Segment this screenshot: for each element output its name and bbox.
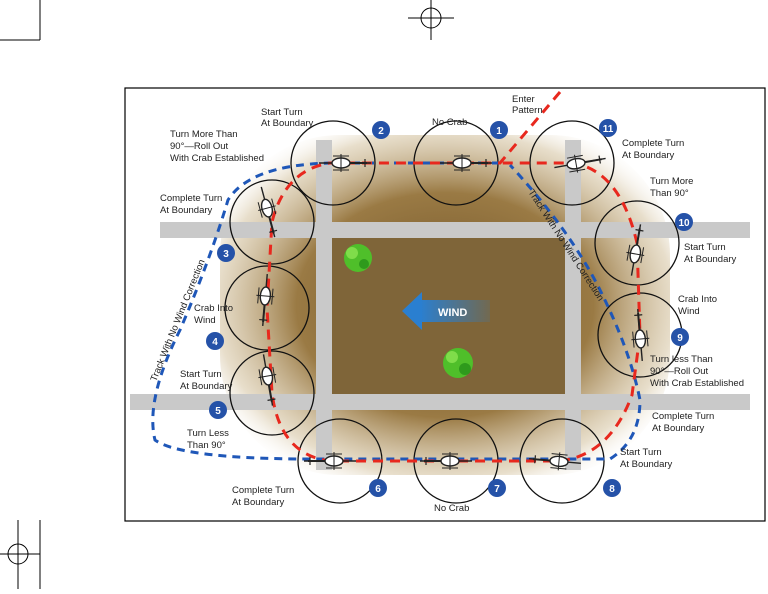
svg-text:At Boundary: At Boundary — [160, 205, 213, 216]
marker-2: 2 — [372, 121, 390, 139]
marker-5: 5 — [209, 401, 227, 419]
no-crab-top-label: No Crab — [432, 117, 467, 128]
svg-text:At Boundary: At Boundary — [652, 423, 705, 434]
svg-text:11: 11 — [603, 124, 614, 135]
turn-less-right-label: Turn less Than — [650, 354, 713, 365]
start-turn-top-label: Start Turn — [261, 107, 303, 118]
turn-more-left-label: Turn More Than — [170, 129, 238, 140]
marker-7: 7 — [488, 479, 506, 497]
marker-11: 11 — [599, 119, 617, 137]
turn-less-left-label: Turn Less — [187, 428, 229, 439]
svg-text:1: 1 — [496, 126, 502, 137]
start-turn-bottom-right-label: Start Turn — [620, 447, 662, 458]
wind-arrow-icon: WIND — [402, 292, 490, 330]
svg-text:8: 8 — [609, 484, 615, 495]
marker-10: 10 — [675, 213, 693, 231]
enter-pattern-label: Enter — [512, 94, 535, 105]
marker-3: 3 — [217, 244, 235, 262]
start-turn-left-label: Start Turn — [180, 369, 222, 380]
svg-text:At Boundary: At Boundary — [261, 118, 314, 129]
svg-text:At Boundary: At Boundary — [620, 459, 673, 470]
svg-text:7: 7 — [494, 484, 500, 495]
svg-text:At Boundary: At Boundary — [684, 254, 737, 265]
wind-label: WIND — [438, 307, 467, 319]
marker-4: 4 — [206, 332, 224, 350]
svg-text:9: 9 — [677, 333, 683, 344]
svg-text:Wind: Wind — [194, 315, 216, 326]
complete-turn-right-label: Complete Turn — [652, 411, 714, 422]
svg-text:Than 90°: Than 90° — [650, 188, 689, 199]
svg-text:At Boundary: At Boundary — [180, 381, 233, 392]
crop-marks — [0, 0, 454, 589]
svg-text:With Crab Established: With Crab Established — [170, 153, 264, 164]
complete-turn-left-label: Complete Turn — [160, 193, 222, 204]
svg-text:90°—Roll Out: 90°—Roll Out — [650, 366, 709, 377]
svg-text:2: 2 — [378, 126, 384, 137]
svg-text:Pattern: Pattern — [512, 105, 543, 116]
svg-text:Wind: Wind — [678, 306, 700, 317]
start-turn-right-label: Start Turn — [684, 242, 726, 253]
position-markers: 1 2 3 4 5 6 7 8 9 10 11 — [206, 119, 693, 497]
no-wind-track — [151, 161, 642, 461]
marker-1: 1 — [490, 121, 508, 139]
turn-more-right-label: Turn More — [650, 176, 693, 187]
tree-icon — [443, 348, 473, 378]
crab-into-wind-right-label: Crab Into — [678, 294, 717, 305]
no-crab-bottom-label: No Crab — [434, 503, 469, 514]
svg-text:6: 6 — [375, 484, 381, 495]
marker-6: 6 — [369, 479, 387, 497]
crab-into-wind-left-label: Crab Into — [194, 303, 233, 314]
svg-text:At Boundary: At Boundary — [622, 150, 675, 161]
marker-9: 9 — [671, 328, 689, 346]
svg-text:3: 3 — [223, 249, 229, 260]
svg-text:5: 5 — [215, 406, 221, 417]
tree-icon — [344, 244, 372, 272]
complete-turn-top-right-label: Complete Turn — [622, 138, 684, 149]
marker-8: 8 — [603, 479, 621, 497]
svg-text:4: 4 — [212, 337, 218, 348]
svg-text:90°—Roll Out: 90°—Roll Out — [170, 141, 229, 152]
svg-text:Than 90°: Than 90° — [187, 440, 226, 451]
svg-text:With Crab Established: With Crab Established — [650, 378, 744, 389]
svg-text:At Boundary: At Boundary — [232, 497, 285, 508]
complete-turn-bottom-label: Complete Turn — [232, 485, 294, 496]
svg-text:10: 10 — [678, 218, 690, 229]
roads — [130, 140, 750, 470]
